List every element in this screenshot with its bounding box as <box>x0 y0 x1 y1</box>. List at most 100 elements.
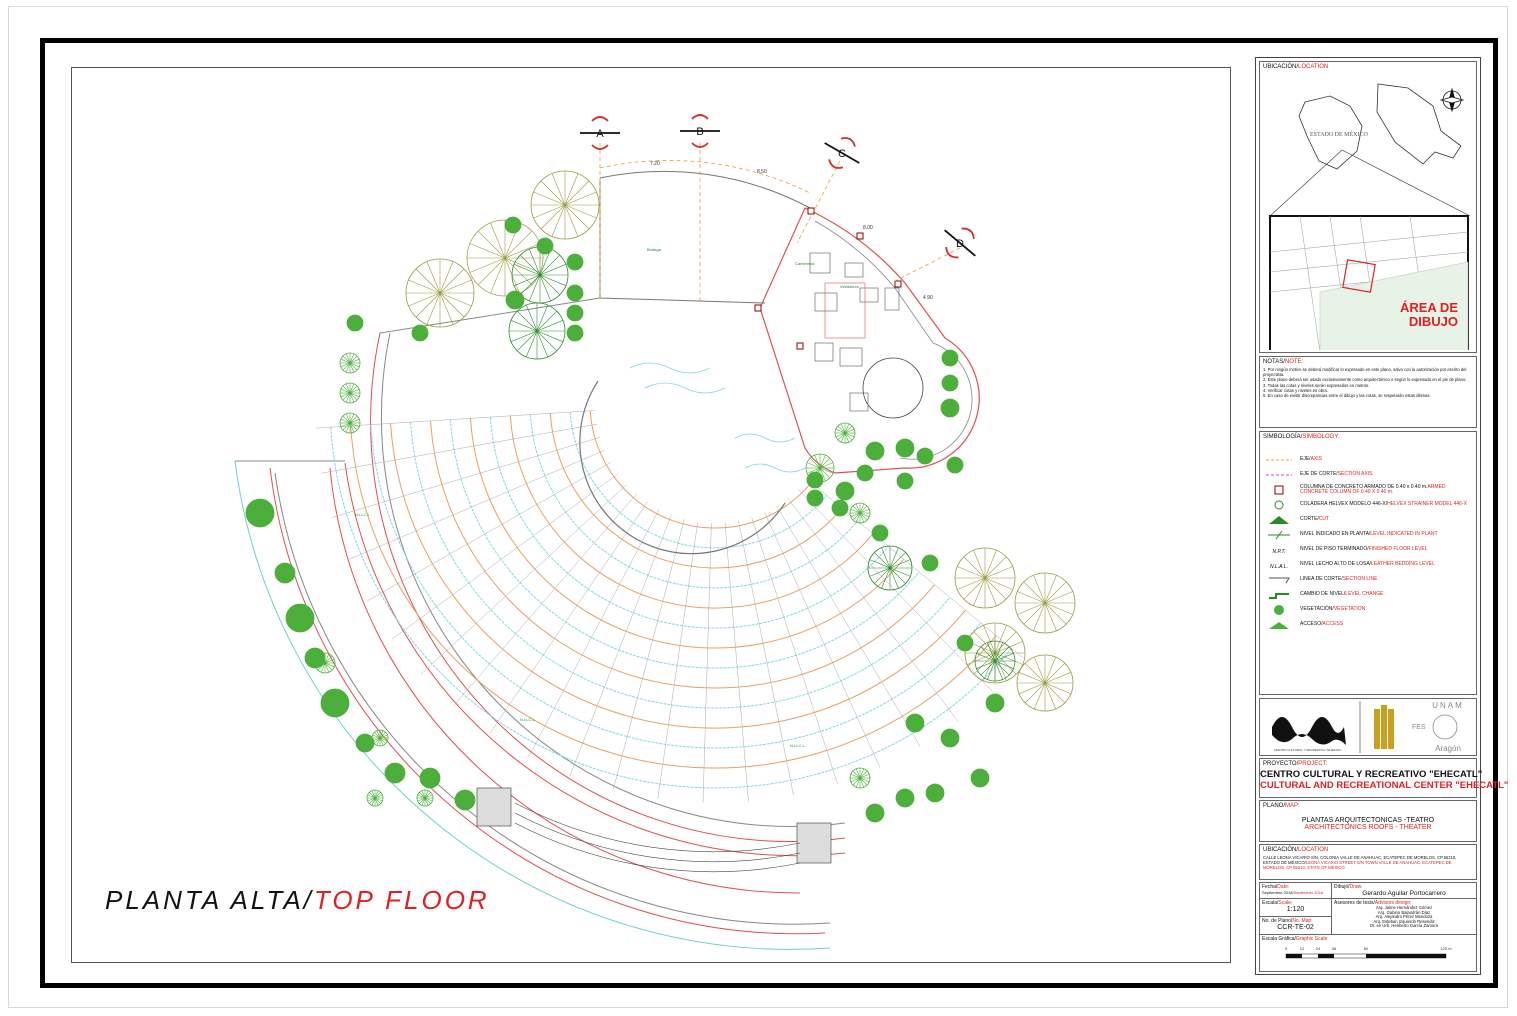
aisle-line <box>612 518 685 790</box>
tree-icon <box>536 237 554 255</box>
tree-icon <box>505 290 525 310</box>
tree-icon <box>566 304 584 322</box>
aisle-line <box>724 522 749 802</box>
page-border <box>8 6 1508 1008</box>
fes-aragon-logo-icon: FES UNAM Aragón <box>1374 701 1464 753</box>
plan-title-red: TOP FLOOR <box>313 885 490 915</box>
symbology-item: COLUMNA DE CONCRETO ARMADO DE 0.40 x 0.4… <box>1264 484 1474 496</box>
section-line-icon <box>1264 574 1294 586</box>
landscape-band <box>234 460 831 950</box>
pod-furniture <box>809 252 900 412</box>
graphic-scale-bar: 0 12 24 36 60 120 m <box>1285 946 1452 959</box>
tree-icon <box>314 652 336 674</box>
dimension-label: 8.50 <box>757 169 767 175</box>
tree-icon <box>508 302 566 360</box>
drawer-name: Gerardo Aguilar Portocarrero <box>1362 890 1446 897</box>
nlal-icon: N.L.A.L. <box>1264 559 1294 571</box>
aisle-line <box>764 512 881 768</box>
access-icon <box>1264 619 1294 631</box>
aisle-line <box>569 514 672 776</box>
plan-title-black: PLANTA ALTA/ <box>105 885 314 915</box>
advisor-name: Arq. Jaime Hernández Gómez <box>1375 905 1433 910</box>
tree-icon <box>366 789 384 807</box>
symbology-header: SIMBOLOGÍA/SIMBOLOGY: <box>1263 434 1340 440</box>
tree-icon <box>419 767 441 789</box>
symbology-label: CAMBIO DE NIVEL/LEVEL CHANGE <box>1300 591 1384 598</box>
svg-text:N.LLC.L.: N.LLC.L. <box>520 717 536 722</box>
symbology-label: EJE DE CORTE/SECTION AXIS <box>1300 471 1373 478</box>
seating-row <box>450 419 920 669</box>
tree-icon <box>974 640 1016 682</box>
aisle-line <box>453 493 637 706</box>
tree-icon <box>895 438 915 458</box>
plane-section: PLANO/MAP: PLANTAS ARQUITECTONICAS -TEAT… <box>1259 800 1477 842</box>
tree-icon <box>849 502 871 524</box>
axis-line-icon <box>1264 454 1294 466</box>
note-item: 1. Por ningún motivo se deberá modificar… <box>1263 367 1467 378</box>
room-label: Bodega <box>647 247 662 252</box>
svg-text:0: 0 <box>1285 946 1288 951</box>
plane-name-en: ARCHITECTONICS ROOFS - THEATER <box>1304 824 1432 831</box>
tree-icon <box>1016 654 1074 712</box>
symbology-item: EJE/AXIS <box>1264 454 1474 466</box>
aisle-line <box>798 489 993 692</box>
logos: CENTRO CULTURAL Y RECREATIVO "EHECATL" F… <box>1272 701 1464 753</box>
svg-text:ESTADO DE MÉXICO: ESTADO DE MÉXICO <box>1310 130 1369 138</box>
svg-text:UNAM: UNAM <box>1432 701 1464 710</box>
tree-icon <box>416 789 434 807</box>
project-header: PROYECTO/PROJECT: <box>1263 761 1328 767</box>
tree-icon <box>566 253 584 271</box>
dimension-labels: 7.20 8.50 8.00 4.90 <box>650 161 933 301</box>
notes-header: NOTAS/NOTE: <box>1263 359 1304 365</box>
aisle-line <box>321 423 597 474</box>
tree-icon <box>566 324 584 342</box>
bottom-steps <box>514 802 801 853</box>
svg-text:24: 24 <box>1316 946 1321 951</box>
section-marker-d: D <box>956 238 964 250</box>
level-icon <box>1264 529 1294 541</box>
aisle-line <box>489 501 648 734</box>
tree-icon <box>285 603 315 633</box>
section-markers <box>580 114 976 259</box>
aisle-line <box>528 509 660 758</box>
column-square-icon <box>1264 484 1294 496</box>
symbology-label: NIVEL DE PISO TERMINADO/FINISHED FLOOR L… <box>1300 546 1428 553</box>
plane-header: PLANO/MAP: <box>1263 803 1300 809</box>
symbology-label: COLADERA HELVEX MODELO 446-X/HELVEX STRA… <box>1300 501 1467 508</box>
section-axis-line-icon <box>1264 469 1294 481</box>
tree-icon <box>530 170 600 240</box>
tree-icon <box>940 728 960 748</box>
tree-icon <box>831 499 849 517</box>
tree-icon <box>384 762 406 784</box>
tree-icon <box>466 219 544 297</box>
location-header: UBICACIÓN/LOCATION <box>1263 64 1329 70</box>
symbology-item: LINEA DE CORTE/SECTION LINE <box>1264 574 1474 586</box>
tree-icon <box>806 489 824 507</box>
note-item: 4. Verificar cotas y niveles en obra. <box>1263 387 1328 393</box>
level-change-icon <box>1264 589 1294 601</box>
cut-icon <box>1264 514 1294 526</box>
tree-icon <box>871 524 889 542</box>
tree-icon <box>454 789 476 811</box>
project-name-es: CENTRO CULTURAL Y RECREATIVO "EHECATL" <box>1260 769 1483 780</box>
tree-icon <box>867 545 913 591</box>
location-section: UBICACIÓN/LOCATION ESTADO DE MÉXICO <box>1259 61 1477 353</box>
symbology-label: NIVEL LECHO ALTO DE LOSA/LEATHER BEDDING… <box>1300 561 1435 568</box>
meta-section: Fecha/Date: Septiembre 2018/September 20… <box>1259 882 1477 972</box>
tree-icon <box>835 481 855 501</box>
strainer-icon <box>1264 499 1294 511</box>
symbology-label: ACCESO/ACCESS <box>1300 621 1344 628</box>
advisors-cell: Asesores de tesis/Advisors design: Arq. … <box>1332 899 1476 935</box>
advisor-name: Dr. en Urb. Heriberto García Zamora <box>1370 923 1438 929</box>
tree-icon <box>905 713 925 733</box>
aisle-line <box>776 505 921 747</box>
project-name-en: CULTURAL AND RECREATIONAL CENTER "EHECAT… <box>1260 780 1509 791</box>
symbology-label: COLUMNA DE CONCRETO ARMADO DE 0.40 x 0.4… <box>1300 483 1446 495</box>
stairs <box>476 787 832 864</box>
tree-icon <box>921 554 939 572</box>
aisle-line <box>738 520 794 796</box>
tree-icon <box>834 422 856 444</box>
floor-plan-drawing: A B C D 7.20 8.50 8.00 4.90 Camerinos Ve… <box>234 114 1076 950</box>
address-section: UBICACIÓN/LOCATION CALLE LEONA VICARIO S… <box>1259 844 1477 880</box>
aisle-line <box>315 410 596 429</box>
